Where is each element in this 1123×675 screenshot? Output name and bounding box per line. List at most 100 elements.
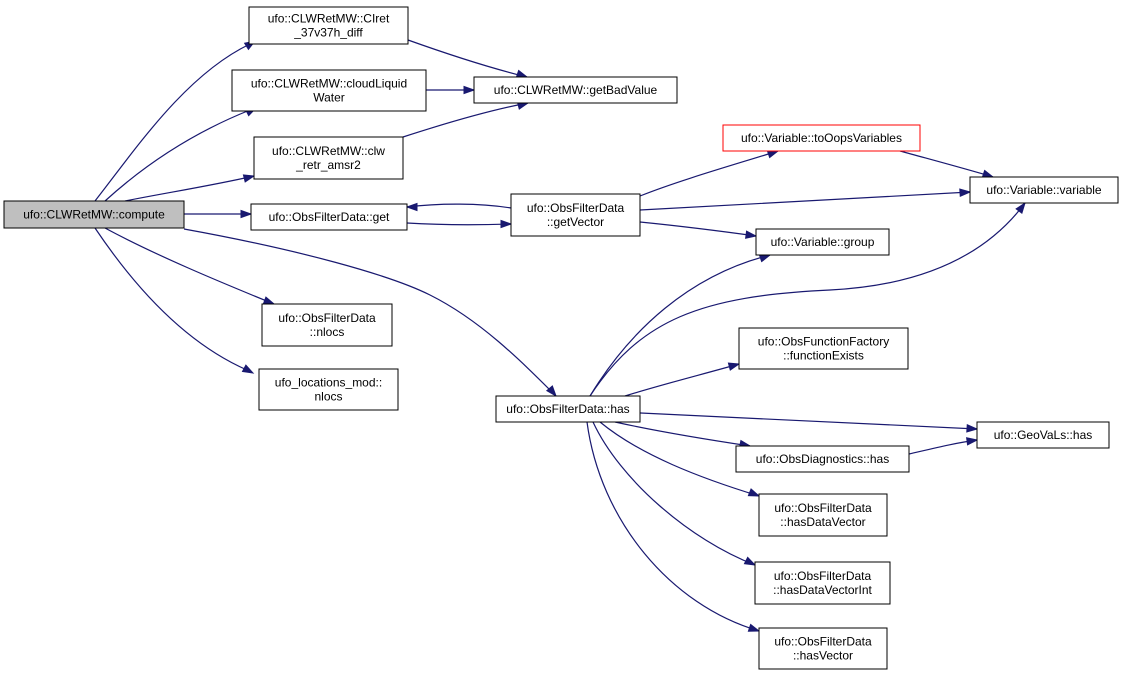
edge-arrowhead — [743, 556, 757, 566]
edge-arrowhead — [959, 188, 972, 198]
edge-arrowhead — [545, 385, 557, 398]
node-label: ufo::CLWRetMW::getBadValue — [494, 83, 658, 97]
edge-arrowhead — [747, 488, 761, 497]
node-label: ::functionExists — [783, 349, 864, 363]
edge-cloudliquid-to-getbad — [426, 85, 476, 95]
node-box — [248, 6, 409, 45]
edge-arrowhead — [727, 362, 741, 371]
edge-compute-to-locmod — [94, 227, 255, 374]
node-label: ufo_locations_mod:: — [275, 376, 382, 390]
edge-arrowhead — [515, 69, 529, 78]
node-label: Water — [313, 91, 345, 105]
node-label: ufo::ObsFunctionFactory — [758, 335, 889, 349]
edge-line — [592, 421, 756, 566]
node-box — [969, 176, 1119, 204]
node-label: nlocs — [314, 390, 342, 404]
edge-tooops-to-variable — [899, 150, 995, 178]
node-ofdhas[interactable]: ufo::ObsFilterData::has — [495, 395, 641, 423]
edge-compute-to-cloudliquid — [104, 107, 258, 202]
edge-line — [406, 222, 512, 226]
node-box — [722, 124, 921, 152]
edge-arrowhead — [745, 230, 758, 239]
edge-line — [899, 150, 994, 178]
node-label: ufo::Variable::group — [771, 235, 875, 249]
edge-line — [94, 227, 248, 371]
node-box — [755, 228, 890, 256]
edge-arrowhead — [966, 423, 979, 433]
edge-arrowhead — [241, 364, 255, 374]
edge-arrowhead — [262, 296, 276, 305]
node-box — [253, 136, 404, 180]
edge-arrowhead — [463, 85, 476, 95]
edge-line — [407, 39, 528, 78]
node-label: ufo::ObsDiagnostics::has — [756, 452, 889, 466]
node-label: ufo::CLWRetMW::CIret — [268, 12, 390, 26]
node-clwretr[interactable]: ufo::CLWRetMW::clw_retr_amsr2 — [253, 136, 404, 180]
edge-getvector-to-variable — [639, 188, 972, 211]
edge-line — [124, 175, 255, 202]
edge-arrowhead — [981, 169, 995, 178]
node-nlocs[interactable]: ufo::ObsFilterData::nlocs — [261, 303, 393, 347]
edge-arrowhead — [242, 174, 256, 183]
node-box — [758, 627, 888, 670]
node-label: ::getVector — [547, 215, 604, 229]
node-hasvector[interactable]: ufo::ObsFilterData::hasVector — [758, 627, 888, 670]
node-tooops[interactable]: ufo::Variable::toOopsVariables — [722, 124, 921, 152]
node-label: _37v37h_diff — [293, 26, 363, 40]
node-variable[interactable]: ufo::Variable::variable — [969, 176, 1119, 204]
node-label: ufo::CLWRetMW::compute — [23, 208, 165, 222]
edge-clwretr-to-getbad — [402, 101, 530, 138]
edge-ofdget-to-getvector — [406, 219, 513, 229]
node-box — [473, 76, 678, 104]
edge-compute-to-ofdget — [184, 209, 253, 219]
edge-line — [639, 150, 779, 197]
edge-compute-to-clwretr — [124, 174, 256, 202]
node-box — [758, 493, 888, 537]
node-box — [3, 200, 185, 229]
node-getvector[interactable]: ufo::ObsFilterData::getVector — [510, 193, 641, 237]
node-compute[interactable]: ufo::CLWRetMW::compute — [3, 200, 185, 229]
edge-ofdhas-to-hasvector — [586, 421, 761, 632]
edge-diaghas-to-geovalshas — [908, 437, 979, 455]
node-label: ufo::ObsFilterData — [278, 311, 376, 325]
node-funcexists[interactable]: ufo::ObsFunctionFactory::functionExists — [738, 327, 909, 370]
node-box — [738, 327, 909, 370]
edge-arrowhead — [240, 209, 253, 219]
edge-line — [639, 221, 757, 237]
node-label: ::hasVector — [793, 649, 853, 663]
node-clret[interactable]: ufo::CLWRetMW::CIret_37v37h_diff — [248, 6, 409, 45]
edge-arrowhead — [766, 150, 780, 159]
node-getbad[interactable]: ufo::CLWRetMW::getBadValue — [473, 76, 678, 104]
node-label: ufo::ObsFilterData::get — [269, 210, 390, 224]
edge-line — [624, 363, 740, 397]
node-diaghas[interactable]: ufo::ObsDiagnostics::has — [735, 445, 910, 473]
node-box — [495, 395, 641, 423]
node-hasdatavectorint[interactable]: ufo::ObsFilterData::hasDataVectorInt — [754, 561, 891, 605]
node-label: ufo::GeoVaLs::has — [994, 428, 1093, 442]
node-box — [735, 445, 910, 473]
node-ofdget[interactable]: ufo::ObsFilterData::get — [250, 203, 408, 231]
edges-layer — [94, 39, 1026, 632]
edge-line — [402, 102, 529, 138]
node-locmod[interactable]: ufo_locations_mod::nlocs — [258, 368, 399, 411]
edge-compute-to-nlocs — [104, 227, 276, 305]
edge-ofdhas-to-diaghas — [614, 421, 752, 449]
edge-line — [586, 421, 760, 632]
edge-arrowhead — [500, 219, 513, 229]
node-box — [976, 421, 1110, 449]
node-hasdatavector[interactable]: ufo::ObsFilterData::hasDataVector — [758, 493, 888, 537]
edge-line — [589, 254, 771, 397]
node-label: ufo::CLWRetMW::cloudLiquid — [251, 77, 407, 91]
edge-line — [639, 412, 978, 430]
edge-ofdhas-to-group — [589, 254, 772, 397]
edge-getvector-to-ofdget — [405, 202, 512, 212]
edge-line — [94, 43, 251, 202]
node-box — [231, 69, 427, 112]
edge-ofdhas-to-hasdatavector — [599, 421, 761, 497]
node-geovalshas[interactable]: ufo::GeoVaLs::has — [976, 421, 1110, 449]
node-label: _retr_amsr2 — [295, 158, 361, 172]
edge-arrowhead — [405, 202, 418, 212]
node-group[interactable]: ufo::Variable::group — [755, 228, 890, 256]
